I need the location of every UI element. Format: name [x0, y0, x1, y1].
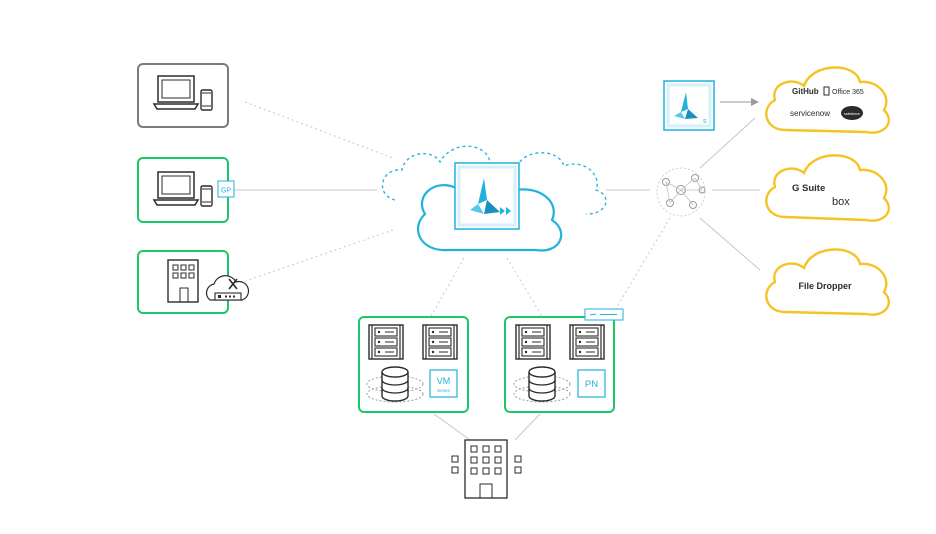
- laptop-icon: [153, 75, 199, 110]
- line-vm-to-hq: [433, 413, 471, 441]
- remote-user-device-box: [137, 63, 229, 128]
- server-rack-icon: [422, 324, 458, 360]
- building-icon: [167, 259, 199, 303]
- pn-badge: PN: [585, 379, 598, 390]
- saas-security-logo-icon: s: [663, 80, 715, 131]
- phone-icon: [200, 89, 213, 111]
- dashed-cloud-right: [519, 152, 607, 215]
- laptop-icon: [153, 171, 199, 206]
- network-hub-icon: [656, 167, 706, 217]
- saas-cloud-1: GitHub Office 365 servicenow salesforce: [765, 66, 890, 134]
- firewall-appliance-icon: [584, 308, 624, 321]
- vm-badge-title: VM: [437, 376, 451, 386]
- saas-label-box: box: [832, 196, 850, 208]
- headquarters-building-icon: [451, 439, 522, 499]
- vm-badge-subtitle: Series: [437, 388, 451, 393]
- mobile-user-device-box: GP: [137, 157, 235, 223]
- line-cloud-to-vm: [429, 257, 465, 319]
- line-pn-to-hq: [514, 413, 541, 441]
- server-rack-icon: [515, 324, 551, 360]
- saas-label-office365: Office 365: [832, 89, 864, 96]
- server-rack-icon: [569, 324, 605, 360]
- saas-label-file-dropper: File Dropper: [798, 281, 852, 291]
- saas-label-gsuite: G Suite: [792, 183, 825, 194]
- data-center-pn-box: PN: [504, 308, 624, 413]
- data-center-vm-series-box: VM Series: [358, 316, 469, 413]
- sd-wan-router-icon: [205, 275, 250, 301]
- line-hub-to-cloud3: [699, 217, 761, 271]
- dashed-cloud-left: [381, 145, 491, 201]
- svg-text:s: s: [703, 118, 707, 125]
- line-hub-to-cloud1: [699, 117, 756, 169]
- branch-office-box: [137, 250, 250, 314]
- server-rack-icon: [368, 324, 404, 360]
- saas-label-github: GitHub: [792, 87, 819, 96]
- saas-cloud-3: File Dropper: [765, 248, 890, 316]
- saas-cloud-2: G Suite box: [765, 154, 890, 222]
- line-hub-to-pn: [611, 217, 671, 316]
- gp-badge: GP: [221, 188, 231, 195]
- phone-icon: [200, 185, 213, 207]
- line-laptop-to-cloud: [244, 101, 394, 159]
- line-branch-to-cloud: [239, 229, 394, 284]
- line-cloud-to-pn: [506, 257, 544, 319]
- prisma-access-logo-icon: [454, 162, 520, 230]
- saas-label-salesforce: salesforce: [844, 112, 860, 116]
- connector-lines: [233, 98, 761, 441]
- saas-label-servicenow: servicenow: [790, 109, 830, 118]
